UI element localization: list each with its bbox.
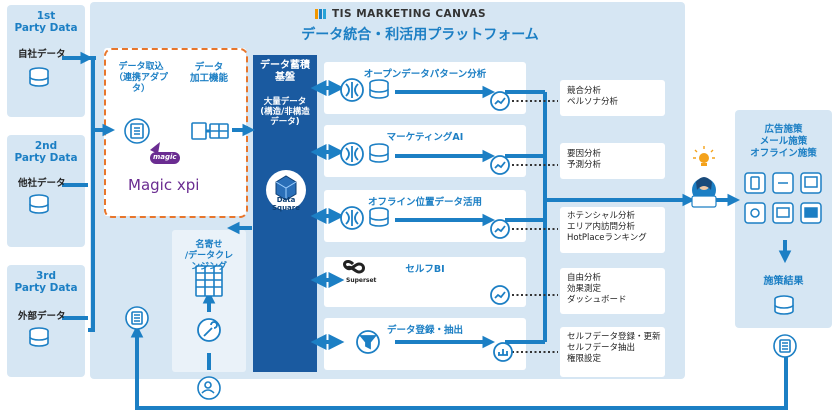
output-box-1 xyxy=(560,80,665,116)
storage-desc: 大量データ (構造/非構造 データ) xyxy=(260,97,310,127)
person-laptop-icon xyxy=(691,177,717,208)
filter-icon xyxy=(356,330,380,354)
output-text-5: セルフデータ登録・更新 セルフデータ抽出 権限設定 xyxy=(567,332,661,364)
channel-icons xyxy=(744,172,822,224)
storage-block xyxy=(253,55,317,372)
source-label-2nd: 他社データ xyxy=(18,178,66,189)
output-text-2: 要因分析 予測分析 xyxy=(567,149,602,170)
user-icon xyxy=(197,376,221,400)
storage-title: データ蓄積 基盤 xyxy=(260,60,310,83)
source-title-1st: 1st Party Data xyxy=(14,10,78,34)
output-box-4 xyxy=(560,268,665,314)
data-square-logo: Data Square xyxy=(272,196,300,212)
ingest-col1-title: データ取込 （連携アダプタ） xyxy=(113,62,168,94)
data-transform-icon xyxy=(191,122,229,140)
measures-title: 広告施策 メール施策 オフライン施策 xyxy=(750,124,817,159)
service-title-5: データ登録・抽出 xyxy=(386,325,463,336)
output-text-3: ホテンシャル分析 エリア内訪問分析 HotPlaceランキング xyxy=(567,211,647,243)
source-panel-2nd xyxy=(7,135,85,247)
magic-logo-icon xyxy=(150,142,180,164)
output-box-2 xyxy=(560,143,665,179)
output-text-1: 競合分析 ペルソナ分析 xyxy=(567,86,619,107)
source-label-1st: 自社データ xyxy=(18,49,66,60)
wrench-icon xyxy=(197,318,221,342)
magic-small-label: magic xyxy=(153,153,177,161)
data-square-cube-icon xyxy=(266,170,306,210)
source-panel-1st xyxy=(7,5,85,117)
brand-name: TIS MARKETING CANVAS xyxy=(331,8,487,20)
spreadsheet-icon xyxy=(195,265,223,297)
brain-icon xyxy=(340,78,364,230)
magic-brand-label: Magic xpi xyxy=(128,176,200,194)
tis-logo-icon xyxy=(315,9,326,19)
source-title-2nd: 2nd Party Data xyxy=(14,140,78,164)
service-title-3: オフライン位置データ活用 xyxy=(367,197,482,208)
output-text-4: 自由分析 効果測定 ダッシュボード xyxy=(567,273,627,305)
source-title-3rd: 3rd Party Data xyxy=(14,270,78,294)
service-title-1: オープンデータパターン分析 xyxy=(363,69,487,80)
output-box-5 xyxy=(560,327,665,377)
output-box-3 xyxy=(560,207,665,253)
superset-logo-label: Superset xyxy=(346,277,377,284)
page-title: データ統合・利活用プラットフォーム xyxy=(301,27,539,43)
superset-logo-icon xyxy=(343,260,365,274)
service-title-2: マーケティングAI xyxy=(386,132,464,143)
document-icon xyxy=(124,118,797,358)
chart-icon xyxy=(490,91,513,362)
database-icon xyxy=(29,67,794,347)
ingest-col2-title: データ 加工機能 xyxy=(189,62,228,84)
source-label-3rd: 外部データ xyxy=(18,311,66,322)
source-panel-3rd xyxy=(7,265,85,377)
lightbulb-icon xyxy=(693,146,715,166)
cleansing-title: 名寄せ /データクレ ンジング xyxy=(184,240,234,272)
measures-result: 施策結果 xyxy=(763,276,804,287)
service-title-4: セルフBI xyxy=(405,264,445,275)
